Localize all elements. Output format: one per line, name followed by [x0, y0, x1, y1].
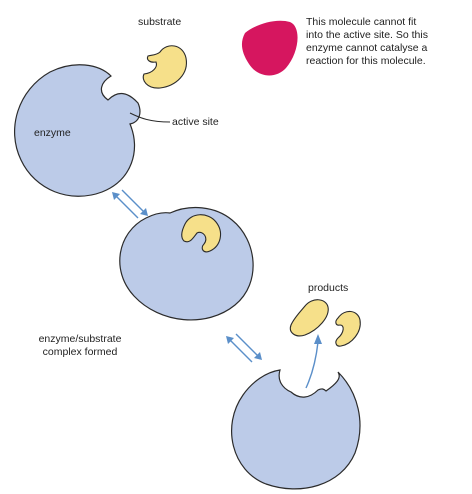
- label-enzyme: enzyme: [34, 127, 71, 140]
- product-2: [336, 311, 360, 346]
- product-1: [290, 300, 328, 336]
- label-complex-line-2: complex formed: [26, 346, 134, 359]
- arrow-2: [226, 334, 262, 362]
- label-active-site: active site: [172, 116, 219, 129]
- label-complex-formed: enzyme/substrate complex formed: [26, 333, 134, 359]
- label-products: products: [308, 282, 348, 295]
- label-substrate: substrate: [138, 16, 181, 29]
- note-line-4: reaction for this molecule.: [306, 55, 472, 68]
- incompatible-molecule: [242, 21, 298, 76]
- enzyme-3: [232, 370, 360, 489]
- note-line-3: enzyme cannot catalyse a: [306, 42, 472, 55]
- arrow-1: [112, 190, 148, 218]
- release-arrow-head: [314, 334, 322, 344]
- label-complex-line-1: enzyme/substrate: [26, 333, 134, 346]
- note-line-2: into the active site. So this: [306, 29, 472, 42]
- incompatible-molecule-note: This molecule cannot fit into the active…: [306, 16, 472, 68]
- substrate-1: [143, 46, 186, 88]
- note-line-1: This molecule cannot fit: [306, 16, 472, 29]
- release-arrow: [306, 342, 318, 388]
